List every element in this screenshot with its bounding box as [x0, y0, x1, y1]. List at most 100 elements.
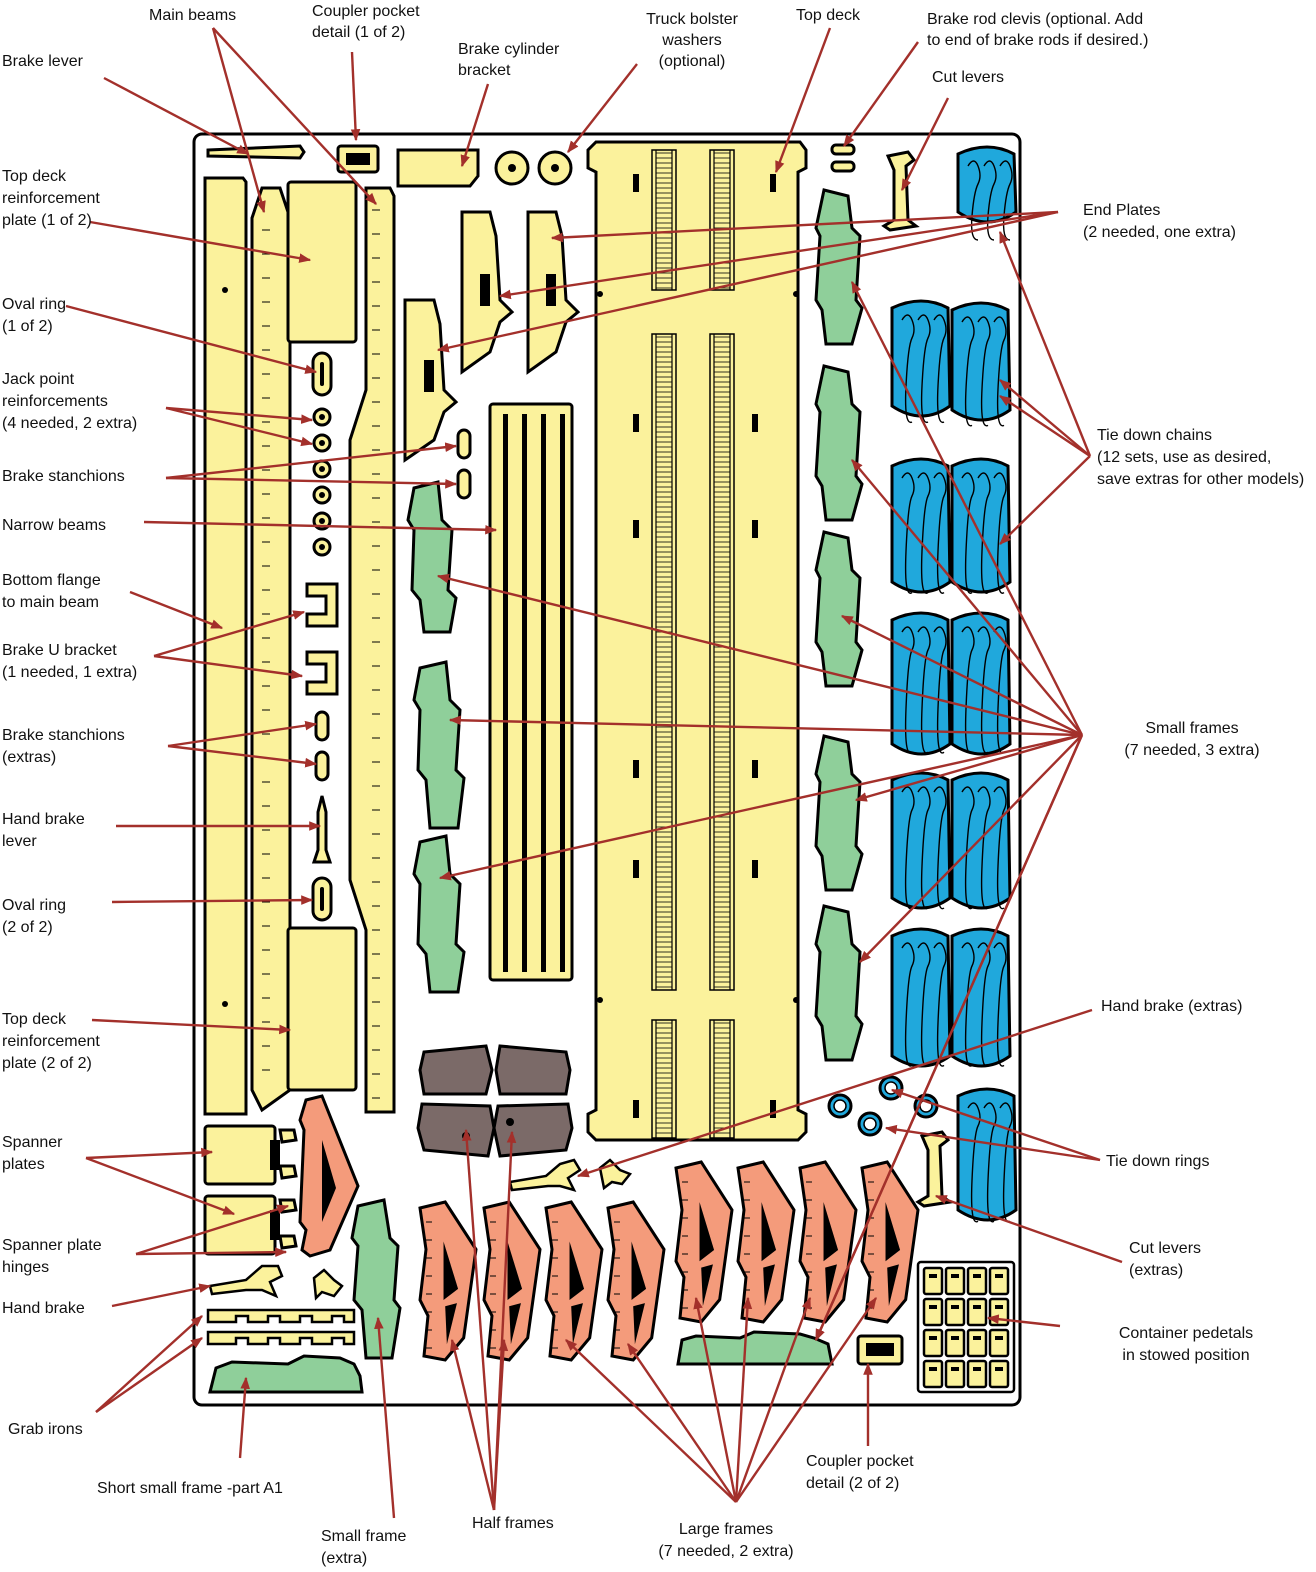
large-frame-left-part — [298, 1094, 360, 1258]
top-deck-plate-2-part — [286, 926, 358, 1092]
large-frames-part — [418, 1160, 920, 1362]
leader-arrow — [998, 230, 1092, 457]
oval-ring-part-2 — [311, 876, 333, 922]
hand-brake-lever-part — [311, 795, 333, 864]
leader-arrow — [890, 1088, 1101, 1162]
leader-arrow — [85, 1156, 236, 1216]
leader-arrow — [734, 1296, 753, 1503]
leader-arrow — [854, 733, 1083, 802]
leader-arrow — [627, 1343, 737, 1503]
leader-arrow — [735, 1297, 877, 1503]
small-frame-extra-part — [350, 1198, 402, 1360]
leader-arrow — [374, 1316, 396, 1519]
leader-arrow — [153, 610, 306, 658]
leader-arrow — [143, 520, 498, 535]
brake-u-bracket-part — [305, 582, 339, 696]
leader-arrow — [238, 1376, 250, 1459]
leader-arrow — [999, 395, 1091, 457]
leader-arrow — [165, 442, 458, 480]
leader-arrow — [153, 654, 304, 680]
leader-arrow — [734, 1296, 812, 1503]
label-narrow-beams: Narrow beams — [2, 517, 106, 534]
label-oval-ring-2: Oval ring(2 of 2) — [2, 897, 66, 936]
leader-arrow — [492, 1338, 509, 1511]
leader-arrow — [693, 1296, 738, 1503]
label-cut-levers: Cut levers — [932, 69, 1004, 86]
leader-arrow — [95, 1337, 203, 1413]
leader-arrow — [167, 720, 318, 748]
hand-brake-part — [208, 1264, 344, 1301]
leader-arrow — [934, 1194, 1123, 1264]
brake-lever-part — [206, 144, 306, 160]
brake-rod-clevis-part — [830, 143, 856, 173]
leader-arrow — [774, 27, 832, 174]
jack-point-reinforcements-part — [312, 407, 332, 557]
leader-arrow — [498, 210, 1059, 300]
leader-arrow — [91, 1018, 292, 1035]
label-brake-lever: Brake lever — [2, 53, 84, 70]
grab-irons-part — [206, 1308, 356, 1346]
leader-arrow — [460, 83, 490, 168]
leader-arrow — [436, 210, 1059, 353]
leader-arrow — [851, 459, 1083, 736]
leader-arrow — [449, 1338, 496, 1511]
leader-arrow — [448, 715, 1083, 737]
leader-arrow — [438, 733, 1083, 881]
leader-arrow — [167, 744, 318, 768]
leader-arrow — [350, 51, 361, 142]
label-half-frames: Half frames — [472, 1515, 554, 1532]
label-short-small-frame: Short small frame -part A1 — [97, 1480, 283, 1497]
leader-arrow — [111, 895, 314, 905]
brake-stanchions-part — [456, 428, 472, 500]
bottom-flange-part — [203, 176, 248, 1116]
leader-arrow — [165, 406, 314, 424]
leader-arrow — [85, 1147, 214, 1160]
leader-arrow — [843, 41, 919, 147]
leader-arrow — [576, 1008, 1093, 1178]
leader-arrow — [135, 1204, 290, 1256]
leader-arrow — [212, 27, 377, 205]
tie-down-chains-part — [890, 145, 1018, 1223]
top-deck-plate-1-part — [286, 180, 358, 344]
small-frames-part — [406, 480, 466, 994]
small-frames-right-part — [814, 188, 864, 1062]
half-frames-part — [416, 1044, 574, 1158]
narrow-beams-part — [488, 402, 574, 982]
oval-ring-part-1 — [311, 351, 333, 397]
label-grab-irons: Grab irons — [8, 1421, 83, 1438]
label-brake-u-bracket: Brake U bracket(1 needed, 1 extra) — [2, 642, 137, 681]
coupler-pocket-1-part — [336, 144, 380, 174]
label-cut-levers-extras: Cut levers(extras) — [1129, 1240, 1201, 1279]
leader-arrow — [884, 1124, 1101, 1162]
leader-arrow — [565, 1339, 737, 1503]
leader-arrow — [65, 304, 318, 374]
label-end-plates: End Plates(2 needed, one extra) — [1083, 202, 1236, 241]
truck-bolster-washers-part — [494, 150, 573, 186]
leader-arrow — [129, 590, 224, 630]
short-small-frame-right-part — [676, 1330, 834, 1366]
label-large-frames: Large frames(7 needed, 2 extra) — [658, 1521, 793, 1560]
main-beam-right — [348, 186, 396, 1114]
leader-lines — [65, 27, 1123, 1519]
cut-levers-part — [881, 150, 920, 232]
leader-arrow — [999, 455, 1091, 545]
leader-arrow — [999, 379, 1091, 457]
leader-arrow — [814, 734, 1084, 1342]
label-small-frame-extra: Small frame(extra) — [321, 1528, 406, 1567]
leader-arrow — [89, 220, 312, 263]
label-small-frames: Small frames(7 needed, 3 extra) — [1124, 720, 1259, 759]
spanner-plates-part — [203, 1124, 298, 1256]
leader-arrow — [95, 1315, 203, 1413]
leader-arrow — [103, 76, 250, 156]
coupler-pocket-2-part — [856, 1334, 904, 1366]
